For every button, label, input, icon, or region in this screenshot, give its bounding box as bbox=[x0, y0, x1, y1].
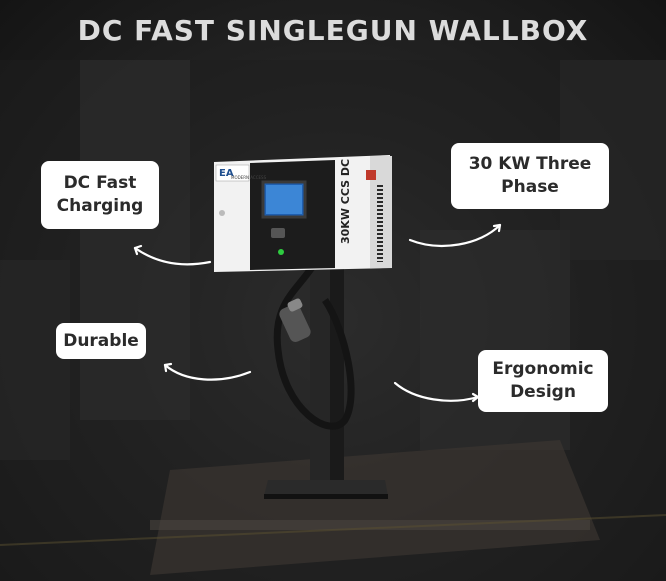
callout-text: Phase bbox=[501, 177, 559, 197]
page-title: DC FAST SINGLEGUN WALLBOX bbox=[77, 14, 589, 47]
arrow-durable bbox=[163, 363, 252, 381]
charger-unit: EA MODERN ACCESS 30KW CCS DC bbox=[214, 155, 392, 272]
callout-durable: Durable bbox=[56, 323, 146, 359]
arrow-three-phase bbox=[408, 223, 502, 247]
callout-dc-fast-charging: DC Fast Charging bbox=[41, 161, 159, 229]
callout-arrows bbox=[133, 223, 502, 403]
callout-text: Design bbox=[510, 382, 576, 402]
callout-ergonomic-design: Ergonomic Design bbox=[478, 350, 608, 412]
callout-text: DC Fast bbox=[63, 173, 137, 193]
svg-text:MODERN ACCESS: MODERN ACCESS bbox=[231, 175, 267, 180]
callout-text: Ergonomic bbox=[492, 359, 594, 379]
callout-text: Durable bbox=[63, 330, 139, 351]
callout-three-phase: 30 KW Three Phase bbox=[451, 143, 609, 209]
brand-logo bbox=[215, 164, 250, 182]
rfid-icon bbox=[271, 228, 285, 238]
svg-text:EA: EA bbox=[219, 168, 234, 179]
status-led bbox=[278, 249, 284, 255]
arrow-ergonomic bbox=[393, 381, 480, 402]
callout-text: 30 KW Three bbox=[468, 154, 592, 174]
emergency-button bbox=[366, 170, 376, 180]
charger-stand bbox=[264, 256, 388, 499]
callout-text: Charging bbox=[56, 196, 144, 216]
charger-side-label: 30KW CCS DC bbox=[339, 159, 352, 244]
arrow-dc-fast bbox=[133, 246, 212, 266]
